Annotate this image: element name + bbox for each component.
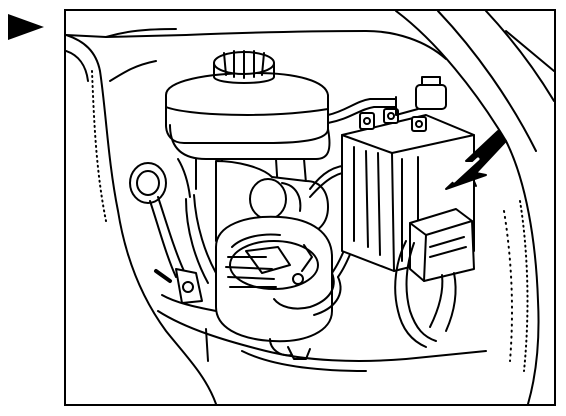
callout-arrow-icon bbox=[445, 130, 507, 190]
section-marker-icon bbox=[8, 14, 44, 40]
right-fender-outline bbox=[395, 11, 554, 404]
cowl-panel-outline bbox=[66, 28, 447, 60]
illustration-frame bbox=[64, 9, 556, 406]
brake-fluid-reservoir bbox=[165, 50, 331, 160]
abs-wiring-connector bbox=[394, 208, 475, 348]
brake-booster bbox=[215, 215, 333, 360]
mounting-bracket bbox=[154, 268, 487, 372]
engine-bay-illustration bbox=[66, 11, 554, 404]
vacuum-hose-fitting bbox=[129, 162, 185, 278]
left-fender-outline bbox=[66, 34, 217, 404]
